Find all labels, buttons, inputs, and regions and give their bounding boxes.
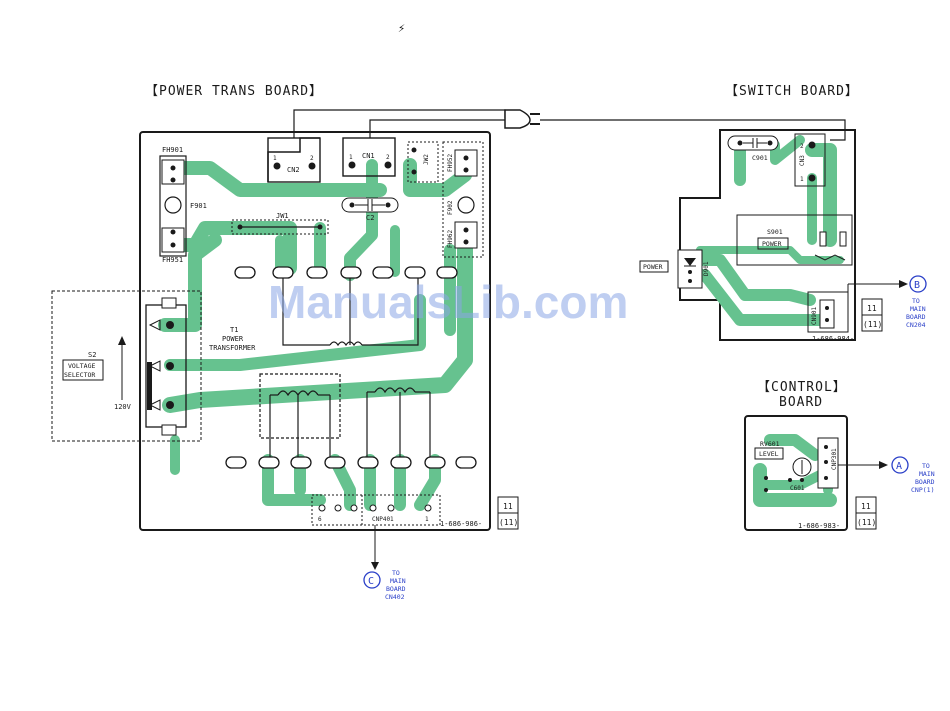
s2-label: S2 (88, 351, 96, 359)
watermark: ManualsLib.com (268, 276, 628, 328)
transformer-pins-top (234, 266, 458, 279)
svg-text:BOARD: BOARD (915, 478, 935, 486)
control-board-title-1: 【CONTROL】 (757, 380, 847, 395)
ac-plug-icon (504, 109, 540, 129)
svg-text:C: C (368, 576, 374, 587)
switch-page-ref: 11 (11) (861, 298, 883, 332)
fh952-label: FH952 (447, 154, 454, 172)
cn2-pin1: 1 (273, 155, 277, 162)
s901-label: S901 (767, 228, 783, 236)
fh951-label: FH951 (162, 256, 183, 264)
cn2-pin2: 2 (310, 155, 314, 162)
level-label: LEVEL (759, 450, 779, 458)
cn2-label: CN2 (287, 166, 300, 174)
svg-text:BOARD: BOARD (906, 313, 926, 321)
jw1-label: JW1 (276, 212, 289, 220)
svg-text:(11): (11) (499, 518, 518, 527)
jw2-area (407, 141, 439, 183)
svg-text:(11): (11) (863, 320, 882, 329)
d901-label: D901 (703, 261, 710, 276)
svg-text:BOARD: BOARD (386, 585, 406, 593)
led-power-label: POWER (643, 263, 663, 271)
transformer-label-t1: T1 (230, 326, 238, 334)
jumper-jw1: JW1 (231, 212, 329, 235)
fuse-holder-left: FH901 FH951 F901 (159, 146, 207, 264)
fh962-label: FH962 (447, 230, 454, 248)
cnp401-pin6: 6 (318, 516, 322, 523)
control-board-outline (744, 415, 848, 531)
capacitor-c2: C2 (341, 197, 399, 222)
voltage-value: 120V (114, 403, 132, 411)
power-trans-board-title: 【POWER TRANS BOARD】 (145, 84, 323, 99)
c2-label: C2 (366, 214, 374, 222)
connector-cnp401: 6 CNP401 1 (311, 494, 441, 526)
cn1-label: CN1 (362, 152, 375, 160)
power-trans-board-outline (139, 131, 491, 531)
cn1-pin1: 1 (349, 154, 353, 161)
rv601-label: RV601 (760, 440, 780, 448)
svg-text:MAIN: MAIN (390, 577, 406, 585)
cn3-pin2: 2 (800, 143, 804, 150)
svg-text:CN402: CN402 (385, 593, 405, 601)
power-trans-page-ref: 11 (11) (497, 496, 519, 530)
svg-text:MAIN: MAIN (919, 470, 935, 478)
selector-label: SELECTOR (64, 371, 95, 379)
svg-text:11: 11 (503, 502, 513, 511)
svg-text:TO: TO (392, 569, 400, 577)
f901-label: F901 (190, 202, 207, 210)
transformer-primary (282, 278, 419, 347)
voltage-selector: S2 VOLTAGE SELECTOR 120V (51, 290, 202, 442)
svg-text:11: 11 (867, 304, 877, 313)
switch-traces (684, 135, 844, 326)
transformer-pins-bottom (225, 456, 477, 469)
svg-text:A: A (896, 461, 902, 472)
jw2-label: JW2 (423, 154, 430, 165)
c901-label: C901 (752, 154, 768, 162)
svg-text:B: B (914, 280, 920, 291)
cnp401-label: CNP401 (372, 516, 394, 523)
cn901-label: CN901 (811, 307, 818, 325)
cn1-pin2: 2 (386, 154, 390, 161)
svg-text:TO: TO (912, 297, 920, 305)
fh901-label: FH901 (162, 146, 183, 154)
ref-c: C TO MAIN BOARD CN402 (363, 569, 406, 601)
cn3-label: CN3 (799, 155, 806, 166)
power-trans-board: 【POWER TRANS BOARD】 (139, 84, 846, 601)
control-page-ref: 11 (11) (855, 496, 877, 530)
transformer-secondary (259, 373, 431, 460)
cnp401-pin1: 1 (425, 516, 429, 523)
svg-text:11: 11 (861, 502, 871, 511)
control-part-no: 1-686-983- (798, 522, 840, 530)
header-mark: ⚡ (398, 21, 405, 35)
svg-text:MAIN: MAIN (910, 305, 926, 313)
switch-part-no: 1-686-984- (812, 335, 854, 343)
svg-text:TO: TO (922, 462, 930, 470)
c601-label: C601 (790, 485, 805, 492)
switch-power-label: POWER (762, 240, 782, 248)
power-trans-traces (158, 158, 473, 511)
voltage-label: VOLTAGE (68, 362, 95, 370)
control-board: 【CONTROL】 BOARD RV601 LEVEL C601 CNP301 … (744, 380, 935, 531)
svg-text:CN204: CN204 (906, 321, 926, 329)
transformer-label-power: POWER (222, 335, 244, 343)
transformer-label-transformer: TRANSFORMER (209, 344, 256, 352)
cn3-pin1: 1 (800, 176, 804, 183)
power-trans-part-no: 1-686-986- (440, 520, 482, 528)
ref-b: B TO MAIN BOARD CN204 (906, 275, 927, 329)
svg-text:(11): (11) (857, 518, 876, 527)
svg-text:CNP(1): CNP(1) (911, 486, 934, 494)
control-board-title-2: BOARD (779, 395, 823, 410)
cnp301-label: CNP301 (831, 448, 838, 470)
fuse-holder-right: FH952 F902 FH962 (442, 141, 484, 258)
ref-a: A TO MAIN BOARD CNP(1) (891, 456, 935, 494)
switch-board: 【SWITCH BOARD】 C901 2 1 CN3 S901 POWER (639, 84, 927, 343)
switch-board-title: 【SWITCH BOARD】 (725, 84, 859, 99)
f902-label: F902 (447, 200, 454, 215)
